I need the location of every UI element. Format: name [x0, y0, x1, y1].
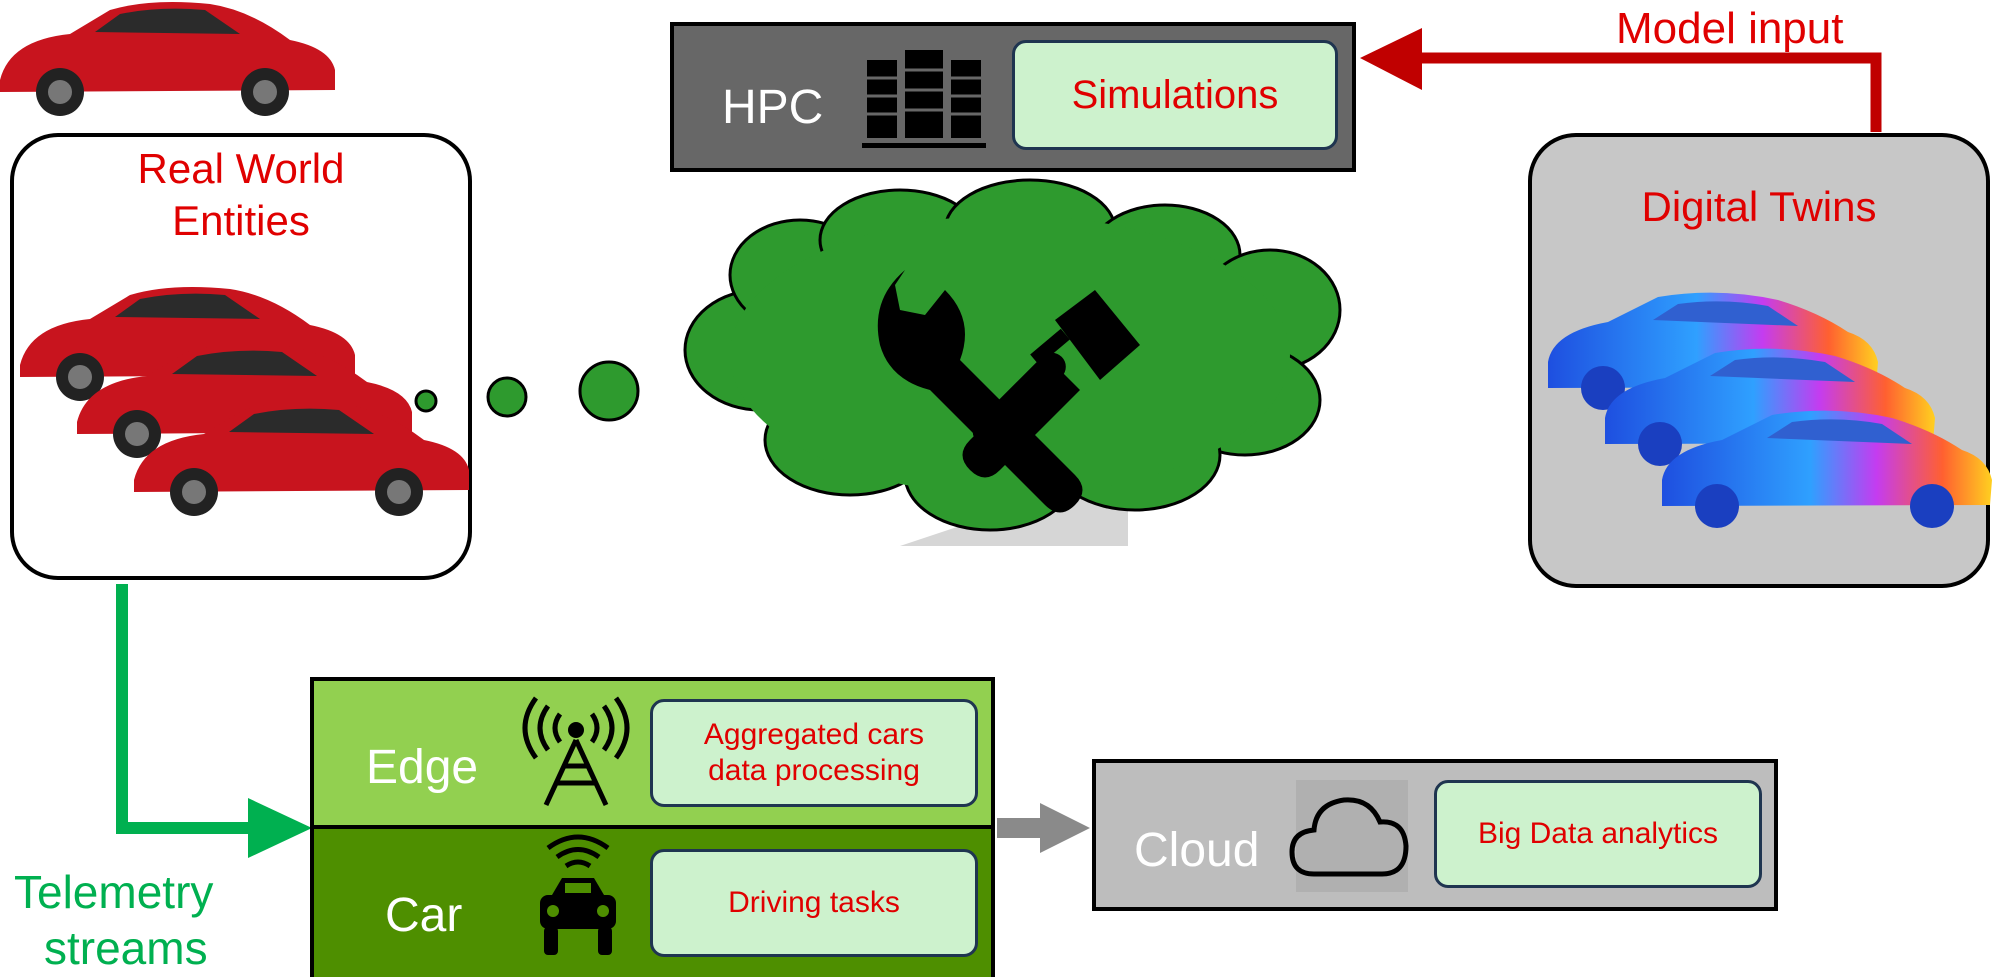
hpc-label: HPC	[722, 81, 824, 134]
edge-label: Edge	[366, 741, 479, 794]
telemetry-label-line1: Telemetry	[14, 866, 214, 918]
real-world-title-line1: Real World	[137, 145, 345, 192]
car-label: Car	[385, 889, 463, 942]
car-task-driving: Driving tasks	[650, 849, 978, 957]
cloud-label: Cloud	[1134, 824, 1260, 877]
digital-twins-title: Digital Twins	[1641, 183, 1877, 230]
edge-task-line2: data processing	[708, 754, 920, 787]
edge-task-line1: Aggregated cars	[703, 718, 925, 751]
telemetry-label-line2: streams	[44, 922, 208, 974]
real-world-title-line2: Entities	[172, 197, 310, 244]
model-input-label: Model input	[1616, 4, 1844, 53]
edge-task-box: Aggregated cars data processing	[650, 699, 978, 807]
hpc-task-simulations: Simulations	[1012, 40, 1338, 150]
cloud-task-analytics: Big Data analytics	[1434, 780, 1762, 888]
